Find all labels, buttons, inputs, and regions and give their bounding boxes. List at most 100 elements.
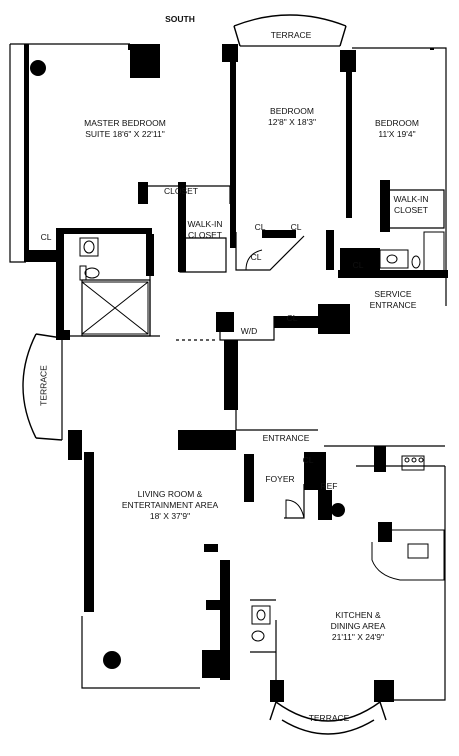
closet-foyer-label: CL	[302, 455, 314, 465]
service-entrance-label: SERVICE ENTRANCE	[358, 289, 428, 311]
walk-in-closet-1-line2: CLOSET	[187, 230, 222, 240]
terrace-bottom-side	[269, 701, 387, 721]
bedroom-2-label: BEDROOM 12'8" X 18'3"	[252, 106, 332, 128]
window-frame	[430, 48, 434, 50]
walk-in-closet-2-line1: WALK-IN	[393, 194, 429, 204]
closet-hall-3-label: CL	[250, 252, 262, 262]
living-room-label: LIVING ROOM & ENTERTAINMENT AREA 18' X 3…	[100, 489, 240, 522]
outer-wall	[380, 189, 445, 229]
wall-segment	[346, 72, 352, 218]
closet-master-label: CL	[40, 232, 52, 242]
terrace-left-arc	[22, 333, 37, 439]
terrace-top-arc	[233, 14, 347, 27]
wall-segment	[270, 680, 284, 702]
wall-segment	[130, 44, 160, 78]
living-room-name2: ENTERTAINMENT AREA	[121, 500, 219, 510]
kitchen-island	[371, 529, 445, 581]
wall-segment	[204, 544, 218, 552]
outer-wall	[179, 237, 227, 273]
living-room-name: LIVING ROOM &	[137, 489, 203, 499]
terrace-bottom-arc	[275, 701, 381, 722]
wall-segment	[338, 270, 448, 278]
wall-segment	[374, 446, 386, 472]
kitchen-dims: 21'11" X 24'9"	[331, 632, 385, 642]
wall-segment	[68, 430, 82, 460]
service-entrance-line1: SERVICE	[374, 289, 412, 299]
powder-basin	[256, 609, 266, 621]
sink-basin	[83, 240, 95, 254]
ref-label: REF	[320, 481, 338, 491]
powder-toilet	[251, 630, 265, 642]
burner	[411, 457, 417, 463]
walk-in-closet-1-label: WALK-IN CLOSET	[180, 219, 230, 241]
walk-in-closet-2-label: WALK-IN CLOSET	[386, 194, 436, 216]
wall-segment	[318, 490, 332, 520]
column	[103, 651, 121, 669]
vanity	[379, 249, 409, 269]
shower	[81, 281, 149, 335]
master-bedroom-dims: SUITE 18'6" X 22'11"	[85, 129, 165, 139]
outer-wall	[284, 484, 305, 519]
wall-segment	[24, 250, 64, 262]
kitchen-sink	[407, 543, 429, 559]
terrace-bottom-label: TERRACE	[308, 713, 350, 723]
wall-segment	[178, 430, 236, 450]
bathtub	[423, 231, 445, 273]
burner	[418, 457, 424, 463]
master-bedroom-name: MASTER BEDROOM	[84, 118, 166, 128]
bedroom-3-name: BEDROOM	[375, 118, 419, 128]
stove	[401, 455, 425, 471]
wall-segment	[206, 600, 224, 610]
terrace-top-side	[233, 25, 347, 47]
wd-label: W/D	[240, 326, 258, 336]
terrace-left-side	[35, 333, 63, 441]
outer-wall	[352, 47, 447, 306]
kitchen-label: KITCHEN & DINING AREA 21'11" X 24'9"	[308, 610, 408, 643]
column	[331, 503, 345, 517]
outer-wall	[9, 44, 26, 263]
wall-segment	[84, 452, 94, 612]
living-room-dims: 18' X 37'9"	[149, 511, 191, 521]
door-swing	[245, 249, 263, 271]
walk-in-closet-2-line2: CLOSET	[393, 205, 428, 215]
wall-segment	[262, 230, 296, 238]
closet-label: CLOSET	[163, 186, 198, 196]
wall-segment	[56, 228, 64, 340]
closet-hall-1-label: CL	[254, 222, 266, 232]
wall-segment	[146, 234, 154, 276]
vanity-basin	[386, 254, 398, 264]
foyer-label: FOYER	[265, 474, 295, 484]
terrace-left-label: TERRACE	[38, 365, 49, 406]
wall-segment	[62, 228, 152, 234]
bedroom-2-name: BEDROOM	[270, 106, 314, 116]
wall-segment	[138, 182, 148, 204]
wall-segment	[216, 312, 234, 332]
walk-in-closet-1-line1: WALK-IN	[187, 219, 223, 229]
bedroom-3-label: BEDROOM 11'X 19'4"	[362, 118, 432, 140]
wall-segment	[340, 50, 356, 72]
toilet-tank	[79, 265, 87, 281]
wall-segment	[380, 180, 390, 232]
wall-segment	[374, 680, 394, 702]
column	[30, 60, 46, 76]
window	[128, 44, 132, 50]
shower-drain	[81, 281, 149, 335]
bedroom-2-dims: 12'8" X 18'3"	[267, 117, 317, 127]
wall-segment	[62, 330, 70, 340]
burner	[404, 457, 410, 463]
outer-wall	[81, 616, 200, 689]
service-entrance-line2: ENTRANCE	[369, 300, 417, 310]
wall-segment	[304, 452, 326, 490]
outer-wall	[235, 235, 305, 271]
wall-segment	[222, 44, 238, 62]
wall-segment	[244, 454, 254, 502]
toilet-bowl-2	[411, 255, 421, 269]
closet-wd-label: CL	[286, 313, 298, 323]
door-swing	[285, 499, 305, 519]
bedroom-3-dims: 11'X 19'4"	[378, 129, 416, 139]
kitchen-name: KITCHEN &	[335, 610, 381, 620]
closet-hall-2-label: CL	[290, 222, 302, 232]
wall-segment	[326, 230, 334, 270]
wall-segment	[178, 182, 186, 272]
